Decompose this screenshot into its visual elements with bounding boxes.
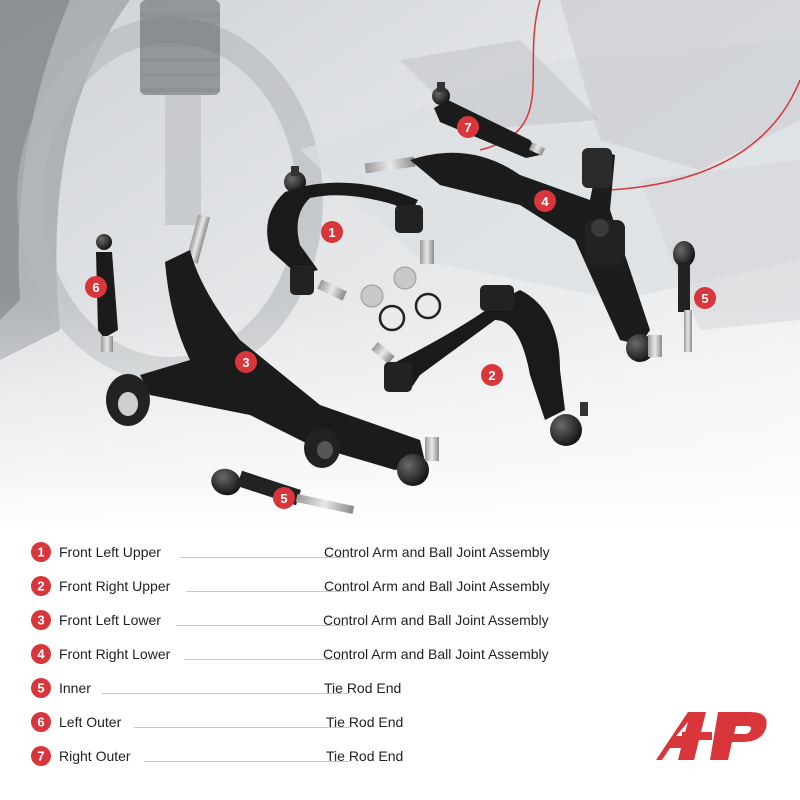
number-badge: 1 [31, 542, 51, 562]
svg-text:2: 2 [488, 368, 495, 383]
svg-text:6: 6 [92, 280, 99, 295]
front-right-upper-control-arm [371, 285, 588, 446]
svg-text:1: 1 [328, 225, 335, 240]
callout-badge: 2 [481, 364, 503, 386]
brand-logo-icon [656, 712, 767, 760]
legend-row: 3 Front Left Lower Control Arm and Ball … [30, 608, 590, 632]
legend-row: 6 Left Outer Tie Rod End [30, 710, 590, 734]
front-left-lower-control-arm [106, 214, 439, 486]
front-right-lower-control-arm [364, 148, 662, 362]
callout-badges: 1 2 3 4 5 5 6 7 [85, 116, 716, 509]
callout-badge: 1 [321, 221, 343, 243]
svg-text:5: 5 [37, 681, 44, 696]
svg-text:3: 3 [242, 355, 249, 370]
leader-line [144, 761, 350, 762]
leader-line [186, 591, 348, 592]
part-description: Control Arm and Ball Joint Assembly [323, 612, 549, 628]
part-description: Tie Rod End [324, 680, 402, 696]
svg-text:5: 5 [280, 491, 287, 506]
svg-text:5: 5 [701, 291, 708, 306]
svg-text:6: 6 [37, 715, 44, 730]
svg-text:4: 4 [37, 647, 45, 662]
callout-badge: 3 [235, 351, 257, 373]
legend-row: 5 Inner Tie Rod End [30, 676, 590, 700]
number-badge: 5 [31, 678, 51, 698]
number-badge: 7 [31, 746, 51, 766]
part-name: Inner [59, 680, 91, 696]
part-name: Front Right Upper [59, 578, 171, 594]
number-badge: 4 [31, 644, 51, 664]
svg-text:7: 7 [37, 749, 44, 764]
callout-badge: 7 [457, 116, 479, 138]
number-badge: 6 [31, 712, 51, 732]
legend-row: 2 Front Right Upper Control Arm and Ball… [30, 574, 590, 598]
part-name: Right Outer [59, 748, 131, 764]
part-name: Front Left Upper [59, 544, 161, 560]
callout-badge: 4 [534, 190, 556, 212]
leader-line [180, 557, 348, 558]
number-badge: 3 [31, 610, 51, 630]
product-illustration: 1 2 3 4 5 5 6 7 [0, 0, 800, 530]
svg-text:7: 7 [464, 120, 471, 135]
legend-row: 4 Front Right Lower Control Arm and Ball… [30, 642, 590, 666]
part-name: Front Left Lower [59, 612, 161, 628]
part-name: Front Right Lower [59, 646, 171, 662]
hardware-kit [360, 266, 442, 332]
callout-badge: 5 [273, 487, 295, 509]
svg-text:2: 2 [37, 579, 44, 594]
legend-row: 1 Front Left Upper Control Arm and Ball … [30, 540, 590, 564]
part-description: Tie Rod End [326, 714, 404, 730]
leader-line [176, 625, 346, 626]
svg-text:3: 3 [37, 613, 44, 628]
number-badge: 2 [31, 576, 51, 596]
part-description: Control Arm and Ball Joint Assembly [324, 544, 550, 560]
leader-line [184, 659, 346, 660]
left-outer-tie-rod-end [96, 234, 118, 352]
front-left-upper-control-arm [267, 166, 434, 301]
leader-line [102, 693, 348, 694]
part-name: Left Outer [59, 714, 122, 730]
right-outer-tie-rod-end [432, 82, 546, 158]
parts-legend: 1 Front Left Upper Control Arm and Ball … [0, 530, 800, 800]
background-chassis [0, 0, 800, 530]
part-description: Tie Rod End [326, 748, 404, 764]
legend-row: 7 Right Outer Tie Rod End [30, 744, 590, 768]
leader-line [134, 727, 350, 728]
inner-tie-rod-right [673, 241, 695, 352]
part-description: Control Arm and Ball Joint Assembly [324, 578, 550, 594]
callout-badge: 6 [85, 276, 107, 298]
svg-text:4: 4 [541, 194, 549, 209]
part-description: Control Arm and Ball Joint Assembly [323, 646, 549, 662]
callout-badge: 5 [694, 287, 716, 309]
svg-text:1: 1 [37, 545, 44, 560]
